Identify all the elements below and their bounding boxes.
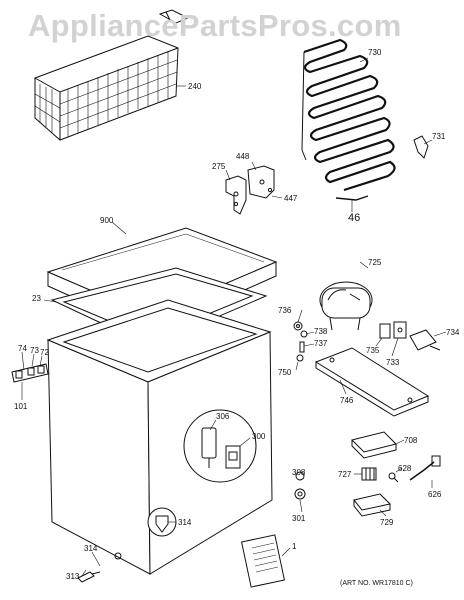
owners-manual-1[interactable] <box>240 534 286 588</box>
part-label-101: 101 <box>14 402 28 411</box>
thermostat-306[interactable] <box>201 427 217 468</box>
part-label-736: 736 <box>278 306 292 315</box>
part-label-74: 74 <box>18 344 27 353</box>
control-inset-circle <box>183 409 257 483</box>
part-label-729: 729 <box>380 518 394 527</box>
part-label-738: 738 <box>314 327 328 336</box>
part-label-447: 447 <box>284 194 298 203</box>
part-label-300: 300 <box>252 432 266 441</box>
part-label-314-lower: 314 <box>84 544 98 553</box>
cover-708[interactable] <box>351 431 397 459</box>
relay-735[interactable] <box>379 323 391 339</box>
drain-plug-314[interactable] <box>155 515 169 533</box>
part-label-275: 275 <box>212 162 226 171</box>
part-label-313: 313 <box>66 572 80 581</box>
part-label-628: 628 <box>398 464 412 473</box>
part-label-448: 448 <box>236 152 250 161</box>
part-label-737: 737 <box>314 339 328 348</box>
part-label-626: 626 <box>428 490 442 499</box>
part-label-731: 731 <box>432 132 446 141</box>
art-number: (ART NO. WR17810 C) <box>340 580 413 587</box>
basket-240[interactable] <box>34 9 190 141</box>
power-cord-626[interactable] <box>409 455 441 481</box>
watermark-text: AppliancePartsPros.com <box>28 8 402 43</box>
hinge-275[interactable] <box>225 175 247 215</box>
capillary-tube-46[interactable] <box>335 195 369 201</box>
cover-734[interactable] <box>409 329 441 351</box>
part-label-314: 314 <box>178 518 192 527</box>
connector-628[interactable] <box>388 472 399 483</box>
part-label-240: 240 <box>188 82 202 91</box>
part-label-734: 734 <box>446 328 460 337</box>
grommet-736[interactable] <box>293 321 303 331</box>
part-label-73: 73 <box>30 346 39 355</box>
compressor-725[interactable] <box>319 281 373 331</box>
overload-733[interactable] <box>393 321 407 339</box>
part-label-46: 46 <box>348 212 361 224</box>
part-label-730: 730 <box>368 48 382 57</box>
part-label-750: 750 <box>278 368 292 377</box>
control-300[interactable] <box>225 445 241 469</box>
part-label-1: 1 <box>292 542 297 551</box>
part-label-727: 727 <box>338 470 352 479</box>
bolt-737[interactable] <box>299 341 305 353</box>
condenser-coil-730[interactable] <box>301 38 396 192</box>
part-label-708: 708 <box>404 436 418 445</box>
hinge-447[interactable] <box>247 165 275 199</box>
clip-731[interactable] <box>413 135 429 159</box>
leader-lines <box>21 57 447 577</box>
sleeve-750[interactable] <box>296 354 304 362</box>
part-label-725: 725 <box>368 258 382 267</box>
part-label-746: 746 <box>340 396 354 405</box>
switch-101[interactable] <box>11 363 49 383</box>
part-label-306: 306 <box>216 412 230 421</box>
part-label-733: 733 <box>386 358 400 367</box>
board-729[interactable] <box>353 493 392 517</box>
terminal-727[interactable] <box>361 467 377 481</box>
part-label-23: 23 <box>32 294 41 303</box>
leg-301[interactable] <box>294 488 306 500</box>
base-plate-746[interactable] <box>314 347 430 417</box>
part-label-900: 900 <box>100 216 114 225</box>
part-label-735: 735 <box>366 346 380 355</box>
part-label-301: 301 <box>292 514 306 523</box>
part-label-72: 72 <box>40 348 49 357</box>
drain-plug-313[interactable] <box>77 571 101 583</box>
part-label-308: 308 <box>292 468 306 477</box>
